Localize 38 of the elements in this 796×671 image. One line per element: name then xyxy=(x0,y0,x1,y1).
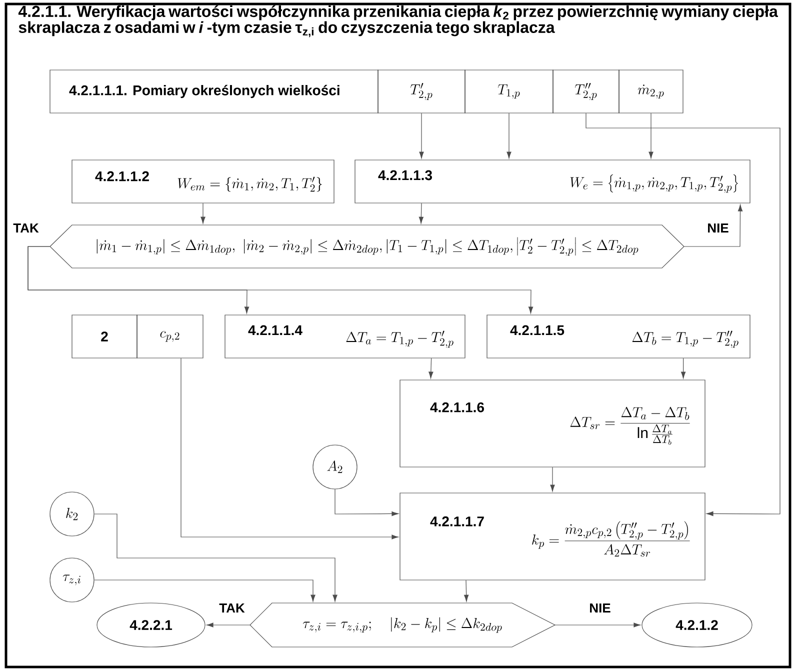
process-box: 4.2.1.1.3 $W_e=\left\{\dot m_{1,p},\dot m_{2,p},T_{1,p},T'_{2,p}\right\}$ xyxy=(354,160,750,204)
arrow xyxy=(94,580,316,602)
process-box: 4.2.1.1.7 $k_p=\frac{\dot m_{2,p}c_{p,2}\left(T''_{2,p}-T'_{2,p}\right)}{A_2\Delta T_{sr}}$ xyxy=(400,492,706,580)
arrow xyxy=(554,622,641,628)
arrow xyxy=(550,467,555,492)
arrow xyxy=(200,203,206,224)
title: 4.2.1.1. Weryfikacja wartości współczynnika przenikania ciepła k$_{2}$ przez powierzchnię wymiany ciepła skraplacza z osadami wi -tym czasie τ$_{z,i}$ do czyszczenia tego skraplacza xyxy=(18,5,778,38)
edge-label: TAK xyxy=(218,602,246,614)
table-cell: $\dot m_{2,p}$ xyxy=(618,70,684,114)
edge-label: NIE xyxy=(706,222,730,234)
arrow xyxy=(586,113,780,516)
table-cell: 4.2.1.1.1. Pomiary określonych wielkości xyxy=(50,70,378,114)
arrow xyxy=(680,358,686,379)
arrow xyxy=(334,489,399,516)
arrow xyxy=(506,113,512,159)
decision-hexagon: $\left|\dot m_1-\dot m_{1,p}\right|\le\Delta\dot m_{1dop},\ \left|\dot m_2-\dot m_{2,p}\right|\le\Delta\dot m_{2dop},\left|T_1-T_{1,p}\right|\le\Delta T_{1dop},\left|T'_2-T'_{2,p}\right|\le\Delta T_{2dop}$ xyxy=(50,224,684,268)
process-box: 4.2.1.1.5 $\Delta T_b=T_{1,p}-T''_{2,p}$ xyxy=(486,314,750,358)
table-cell: $T'_{2,p}$ xyxy=(378,70,466,114)
process-box: 4.2.1.1.2 $W_{em}=\left\{\dot m_1,\dot m_2,T_1,T_2'\right\}$ xyxy=(72,160,334,204)
process-box: 4.2.1.1.6 $\Delta T_{sr}=\frac{\Delta T_a-\Delta T_b}{\ln\frac{\Delta T_a}{\Delta T_b}}$ xyxy=(400,380,706,468)
arrow xyxy=(28,246,534,314)
arrow xyxy=(206,622,250,628)
arrow xyxy=(418,203,424,224)
arrow xyxy=(428,358,434,379)
arrow xyxy=(684,204,743,247)
edge-label: TAK xyxy=(12,222,40,234)
arrow xyxy=(648,113,654,159)
decision-hexagon: $\tau_{z,i}=\tau_{z,i,p};\quad\left|k_2-k_p\right|\le\Delta k_{2dop}$ xyxy=(250,602,556,648)
table-cell: $T''_{2,p}$ xyxy=(552,70,620,114)
table-cell: 2 xyxy=(72,314,138,358)
arrow xyxy=(180,358,399,540)
edge-label: NIE xyxy=(588,602,612,614)
table-cell: $T_{1,p}$ xyxy=(464,70,554,114)
table-cell: $c_{p,2}$ xyxy=(136,314,204,358)
arrow xyxy=(464,580,469,602)
arrow xyxy=(94,514,338,602)
process-box: 4.2.1.1.4 $\Delta T_a=T_{1,p}-T'_{2,p}$ xyxy=(224,314,466,358)
arrow xyxy=(419,113,424,159)
